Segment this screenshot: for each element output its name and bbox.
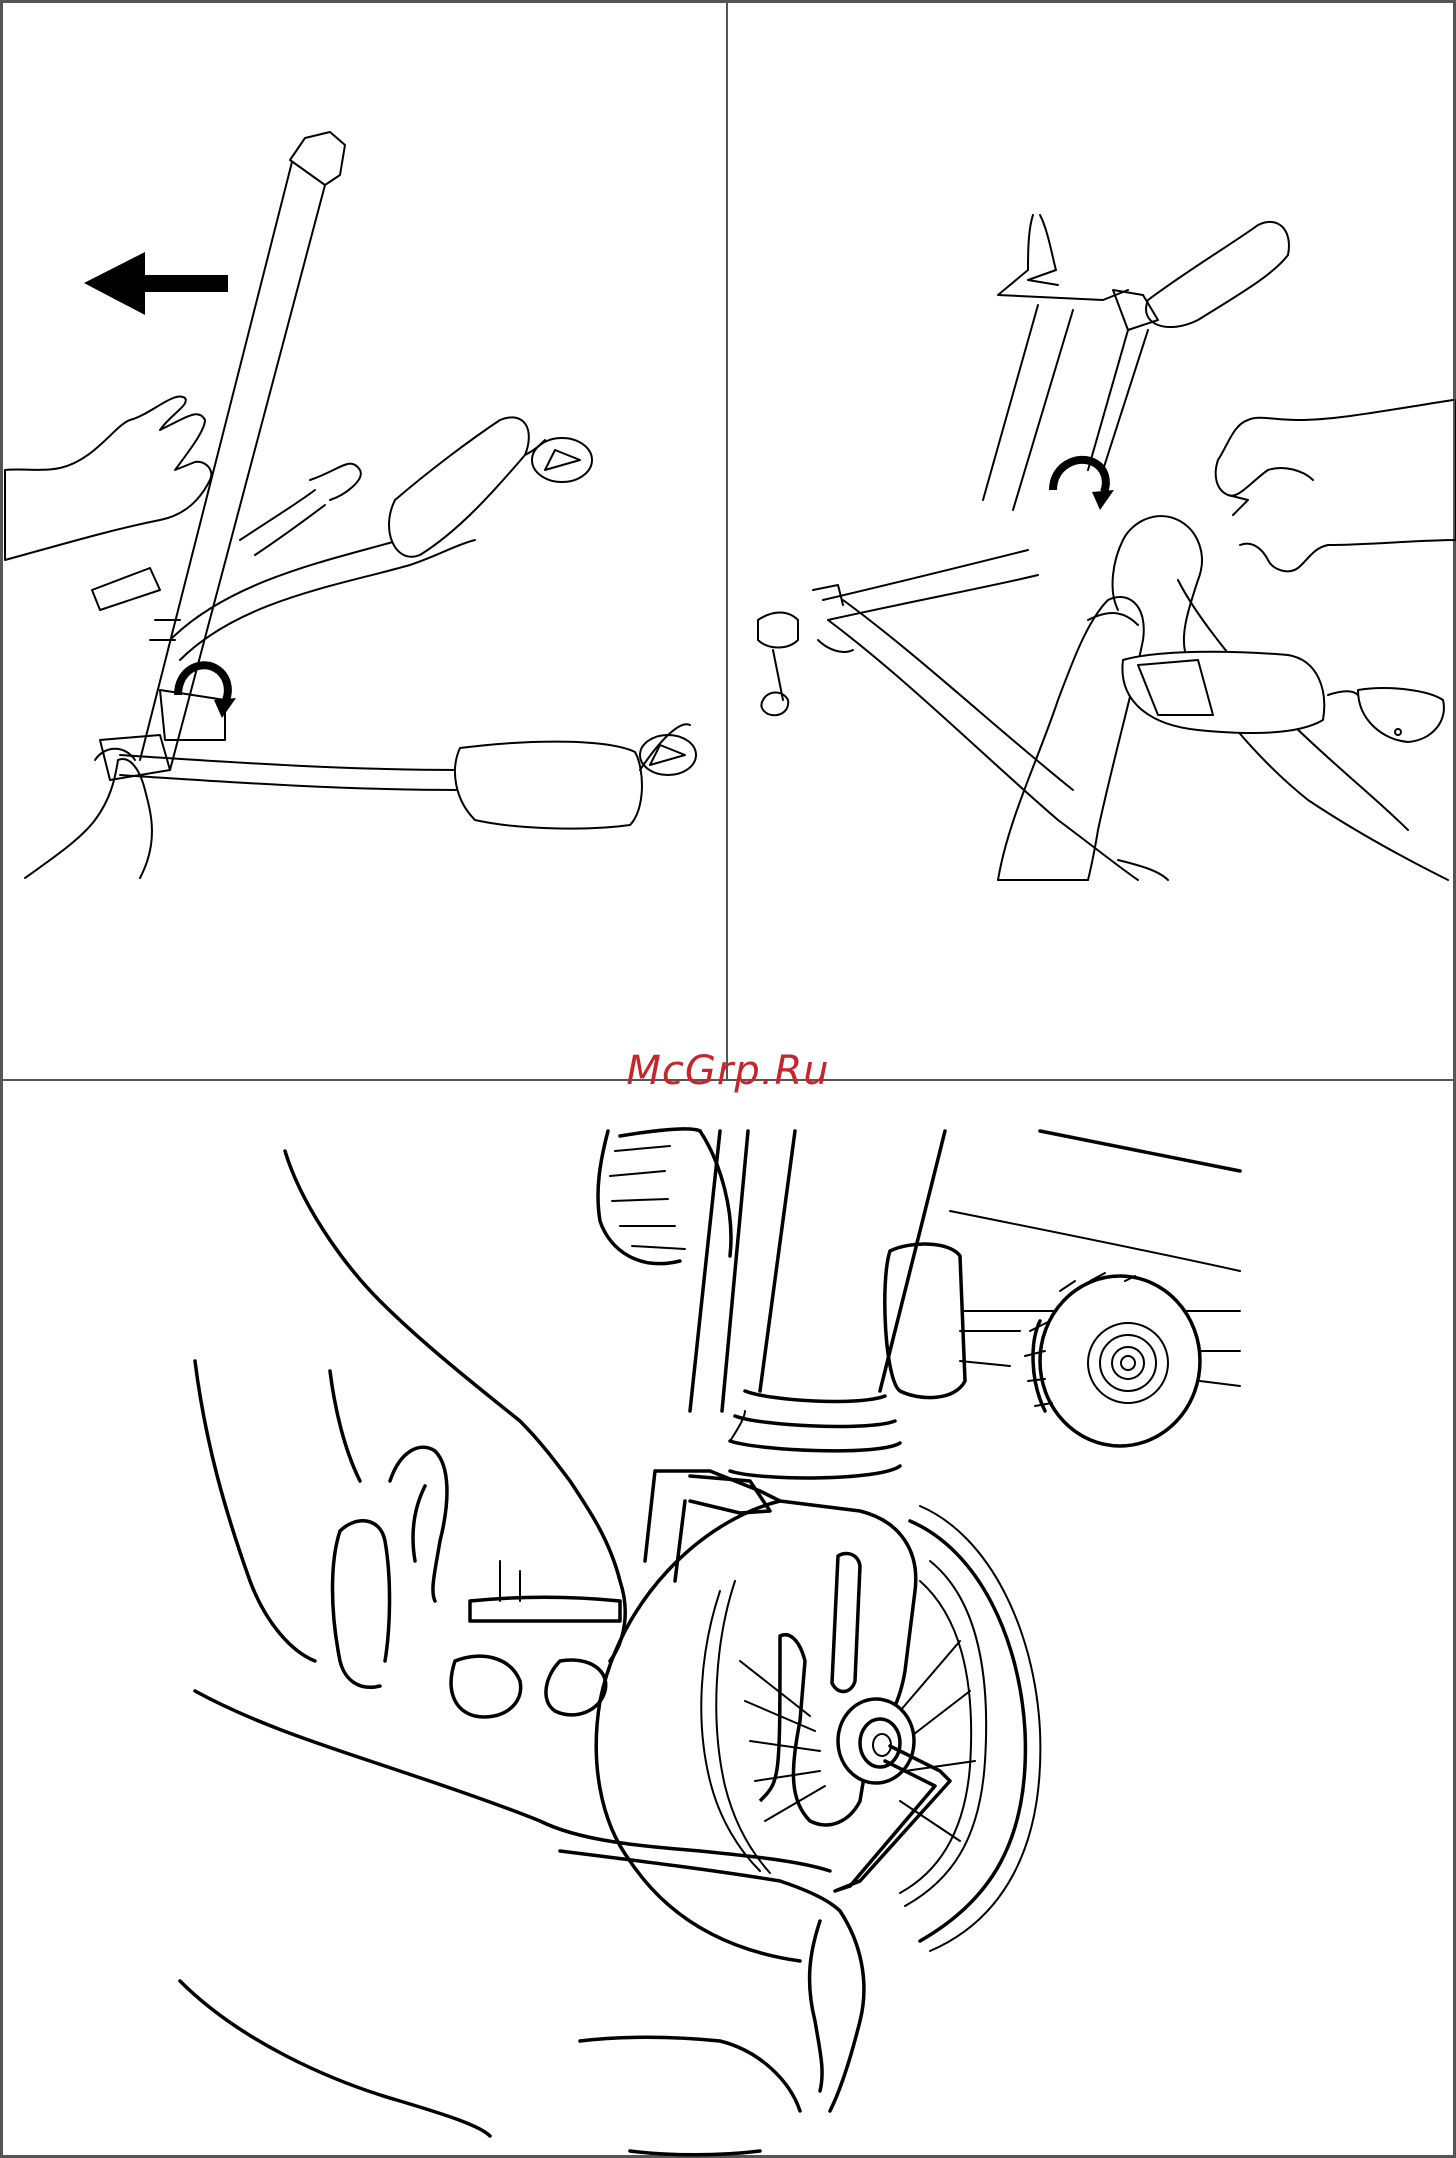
panel-front-wheel-axle xyxy=(0,1081,1456,2158)
illustration-front-wheel-axle xyxy=(0,1081,1456,2158)
panel-handlebar-removal xyxy=(0,0,727,1080)
illustration-handlebar-removal xyxy=(0,0,727,1080)
arrow-left-icon xyxy=(84,252,228,315)
illustration-handlebar-clamp xyxy=(728,0,1456,1080)
rotate-clockwise-icon xyxy=(1053,460,1114,510)
panel-handlebar-clamp xyxy=(728,0,1456,1080)
caster-wheel xyxy=(1025,1273,1200,1446)
rear-tire xyxy=(598,1129,731,1264)
